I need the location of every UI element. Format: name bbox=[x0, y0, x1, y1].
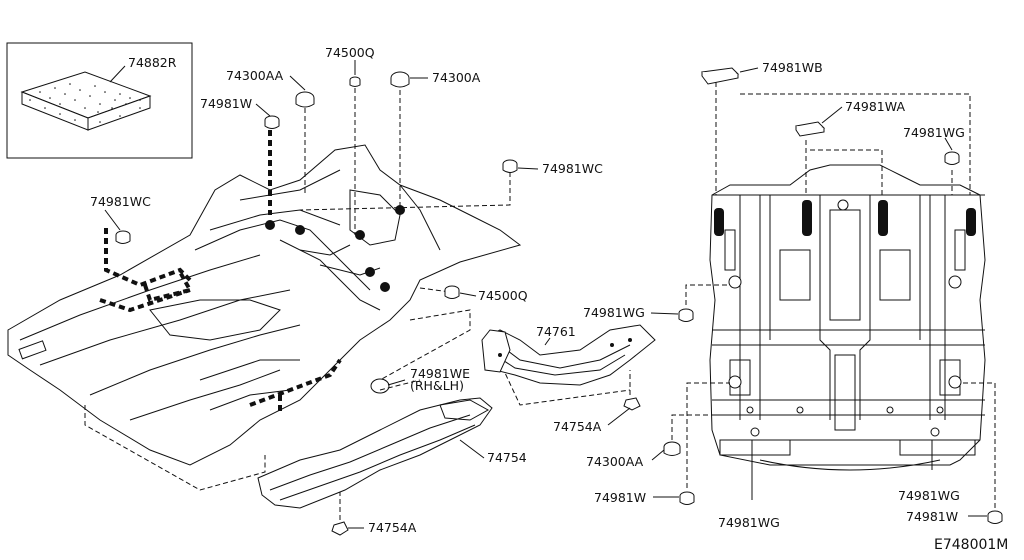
clip-74981w-top bbox=[264, 115, 280, 129]
label-74761: 74761 bbox=[536, 324, 576, 339]
label-74981wg-left: 74981WG bbox=[583, 305, 645, 320]
heat-insulator-74754 bbox=[257, 397, 493, 509]
grommet-74500q-mid bbox=[444, 285, 460, 299]
label-74981wg-top: 74981WG bbox=[903, 125, 965, 140]
label-74754a-mid: 74754A bbox=[553, 419, 602, 434]
clip-74981w-mid bbox=[679, 491, 695, 505]
floor-panel bbox=[7, 144, 522, 466]
label-74981wb: 74981WB bbox=[762, 60, 823, 75]
clip-74981wc-left bbox=[115, 230, 131, 244]
label-74981w-br: 74981W bbox=[906, 509, 958, 524]
nut-74754a-mid bbox=[623, 397, 641, 411]
label-74981we: 74981WE bbox=[410, 366, 470, 381]
grommet-74500q-top bbox=[349, 76, 361, 87]
grommet-74300a bbox=[390, 71, 410, 88]
label-74300aa-top: 74300AA bbox=[226, 68, 284, 83]
plug-74981wb bbox=[701, 67, 740, 85]
label-74981w-mid: 74981W bbox=[594, 490, 646, 505]
label-74981we-sub: (RH&LH) bbox=[410, 378, 464, 393]
grommet-74300aa-right bbox=[663, 441, 681, 456]
clip-74981wc-right bbox=[502, 159, 518, 173]
label-74981w-top: 74981W bbox=[200, 96, 252, 111]
label-74500q-top: 74500Q bbox=[325, 45, 375, 60]
clip-74981wg-left bbox=[678, 308, 694, 322]
label-74882r: 74882R bbox=[128, 55, 177, 70]
underbody-view bbox=[709, 164, 986, 471]
clip-74981wg-top bbox=[944, 151, 960, 165]
reference-code: E748001M bbox=[934, 537, 1008, 553]
label-74981wg-bl: 74981WG bbox=[718, 515, 780, 530]
inset-box bbox=[6, 42, 193, 159]
plug-74981wa bbox=[795, 121, 826, 137]
label-74300aa-right: 74300AA bbox=[586, 454, 644, 469]
label-74754a-bot: 74754A bbox=[368, 520, 417, 535]
heat-insulator-74761 bbox=[481, 324, 656, 386]
grommet-74300aa-top bbox=[295, 91, 315, 108]
label-74754: 74754 bbox=[487, 450, 527, 465]
label-74500q-mid: 74500Q bbox=[478, 288, 528, 303]
sound-pad-74882r bbox=[20, 71, 152, 131]
label-74981wa: 74981WA bbox=[845, 99, 905, 114]
label-74981wg-br: 74981WG bbox=[898, 488, 960, 503]
label-74981wc-right: 74981WC bbox=[542, 161, 603, 176]
nut-74754a-bot bbox=[331, 521, 349, 536]
label-74981wc-left: 74981WC bbox=[90, 194, 151, 209]
label-74300a: 74300A bbox=[432, 70, 481, 85]
clip-74981w-br bbox=[987, 510, 1003, 524]
